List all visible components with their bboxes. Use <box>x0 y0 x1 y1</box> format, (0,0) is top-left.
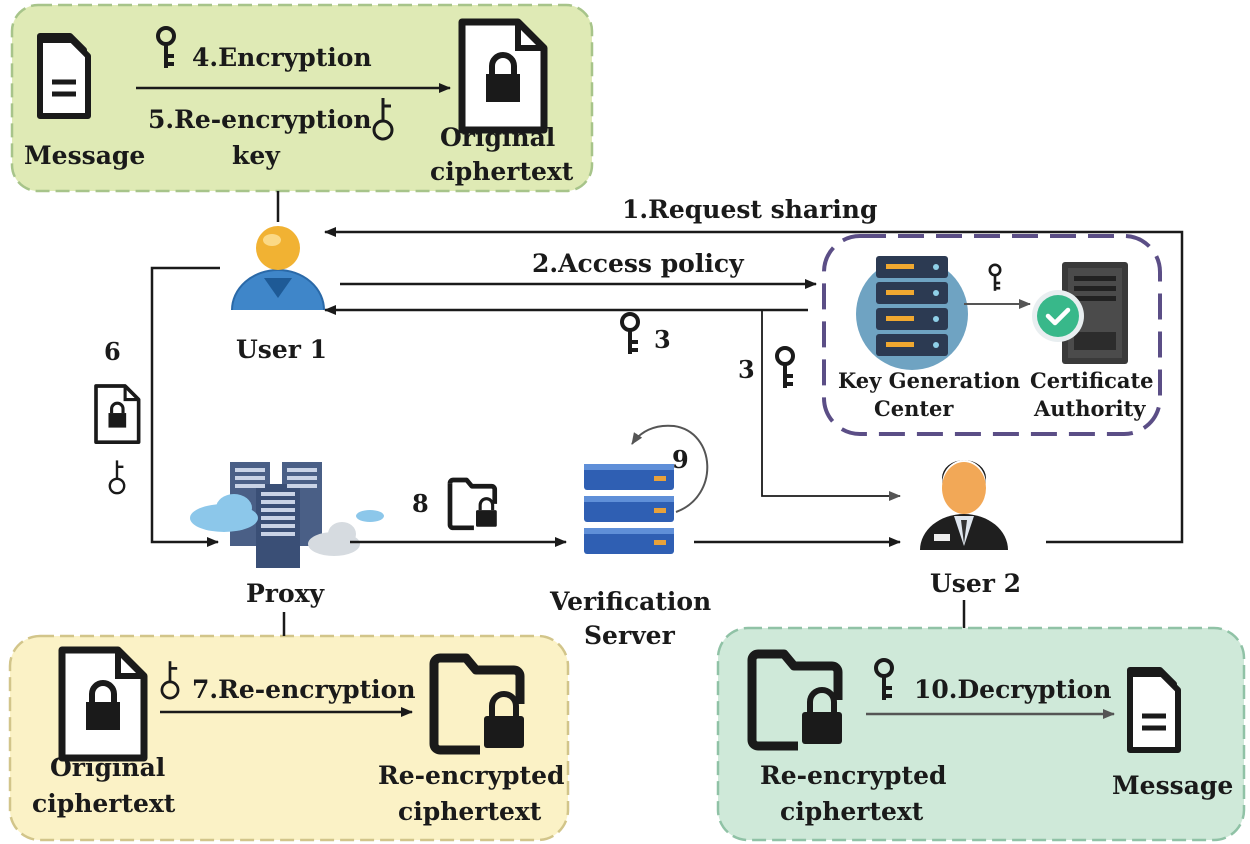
to-verification-step-label: 8 <box>412 489 429 518</box>
access-policy-label: 2.Access policy <box>532 249 745 278</box>
reencrypted-ciphertext-label: Re-encrypted <box>378 761 564 790</box>
original-ciphertext-label: ciphertext <box>32 789 176 818</box>
kgc-label: Key Generation <box>838 368 1020 393</box>
verification-server-label: Verification <box>549 587 711 616</box>
request-sharing-arrow <box>324 227 1184 544</box>
panel-bottom-left <box>8 634 570 842</box>
original-ciphertext-label: Original <box>50 753 165 782</box>
reencrypted-ciphertext-label: ciphertext <box>780 797 924 826</box>
reencrypted-ciphertext-label: ciphertext <box>398 797 542 826</box>
key-to-user1-step-label: 3 <box>654 325 671 354</box>
self-verify-step-label: 9 <box>672 445 689 474</box>
ca-label: Authority <box>1033 396 1146 421</box>
user2-label: User 2 <box>930 569 1021 598</box>
kgc-label: Center <box>874 396 954 421</box>
decryption-step-label: 10.Decryption <box>914 675 1111 704</box>
verification-server-label: Server <box>584 621 676 650</box>
self-verify-loop-arrow <box>631 424 709 513</box>
key-icon <box>620 312 640 356</box>
proxy-label: Proxy <box>246 579 326 608</box>
check-icon <box>1032 290 1084 342</box>
user2-avatar-icon <box>920 460 1008 550</box>
user1-to-proxy-arrow <box>150 266 220 547</box>
trusted-authority-group <box>822 234 1162 436</box>
reencrypted-ciphertext-label: Re-encrypted <box>760 761 946 790</box>
locked-document-icon <box>462 22 544 130</box>
key-generation-center-server-icon <box>856 256 968 370</box>
document-stack-icon <box>1130 670 1178 750</box>
to-proxy-step-label: 6 <box>104 337 121 366</box>
key-icon <box>775 346 795 390</box>
proxy-server-icon <box>190 462 384 568</box>
panel-bottom-right <box>716 626 1246 842</box>
reencryption-step-label: 7.Re-encryption <box>192 675 416 704</box>
message-label: Message <box>24 141 145 170</box>
request-sharing-label: 1.Request sharing <box>622 195 877 224</box>
reencryption-key-step-label: 5.Re-encryption <box>148 105 372 134</box>
message-label: Message <box>1112 771 1233 800</box>
key-icon <box>988 263 1002 293</box>
ca-label: Certificate <box>1030 368 1154 393</box>
reencryption-key-icon <box>108 459 126 495</box>
locked-folder-icon <box>450 480 497 528</box>
user1-label: User 1 <box>236 335 327 364</box>
key-to-user2-step-label: 3 <box>738 355 755 384</box>
user1-avatar-icon <box>231 226 325 311</box>
encryption-step-label: 4.Encryption <box>192 43 372 72</box>
locked-document-icon <box>62 650 144 758</box>
document-stack-icon <box>40 36 88 116</box>
verification-server-icon <box>584 464 674 554</box>
key-to-user2-arrow <box>761 310 901 501</box>
locked-document-icon <box>94 384 141 444</box>
panel-top <box>10 3 594 193</box>
original-ciphertext-label: Original <box>440 123 555 152</box>
reencryption-key-step-label: key <box>232 141 281 170</box>
original-ciphertext-label: ciphertext <box>430 157 574 186</box>
